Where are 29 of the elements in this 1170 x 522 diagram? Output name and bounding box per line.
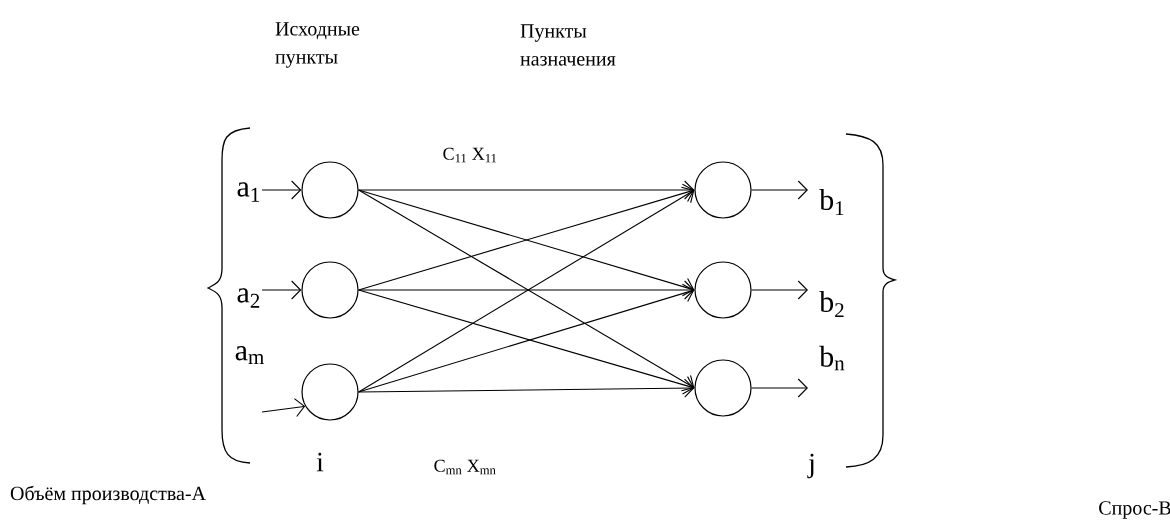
heading-text: Пункты назначения bbox=[520, 24, 616, 66]
arrow bbox=[261, 398, 306, 418]
index-label: j bbox=[807, 453, 814, 479]
arrow bbox=[751, 378, 808, 398]
index-label: i bbox=[316, 452, 324, 472]
node-circle bbox=[694, 161, 752, 219]
caption-text: Спрос-В bbox=[1099, 501, 1170, 519]
arrow bbox=[358, 280, 695, 300]
arrow bbox=[751, 280, 808, 300]
node-circle bbox=[301, 261, 359, 319]
heading-text: Исходные пункты bbox=[275, 22, 360, 68]
arrow bbox=[261, 280, 302, 300]
node-circle bbox=[694, 359, 752, 417]
arrow bbox=[751, 180, 808, 200]
node-circle bbox=[694, 261, 752, 319]
node-circle bbox=[301, 363, 359, 421]
arrow bbox=[358, 378, 695, 398]
edge-label: a$_{2}$ bbox=[237, 288, 260, 308]
caption-text: Объём производства-А bbox=[10, 485, 206, 505]
edge-label: a$_{m}$ bbox=[235, 346, 264, 364]
cost-flow-label: C$_{11}$ X$_{11}$ bbox=[443, 147, 497, 163]
node-circle bbox=[301, 161, 359, 219]
arrow bbox=[261, 180, 302, 200]
edge-label: b$_{2}$ bbox=[819, 290, 844, 318]
cost-flow-label: C$_{mn}$ X$_{mn}$ bbox=[434, 459, 496, 475]
arrow bbox=[358, 180, 695, 200]
edge-label: b$_{n}$ bbox=[819, 345, 845, 371]
edge-label: b$_{1}$ bbox=[819, 188, 844, 216]
edge-label: a$_{1}$ bbox=[237, 182, 260, 202]
